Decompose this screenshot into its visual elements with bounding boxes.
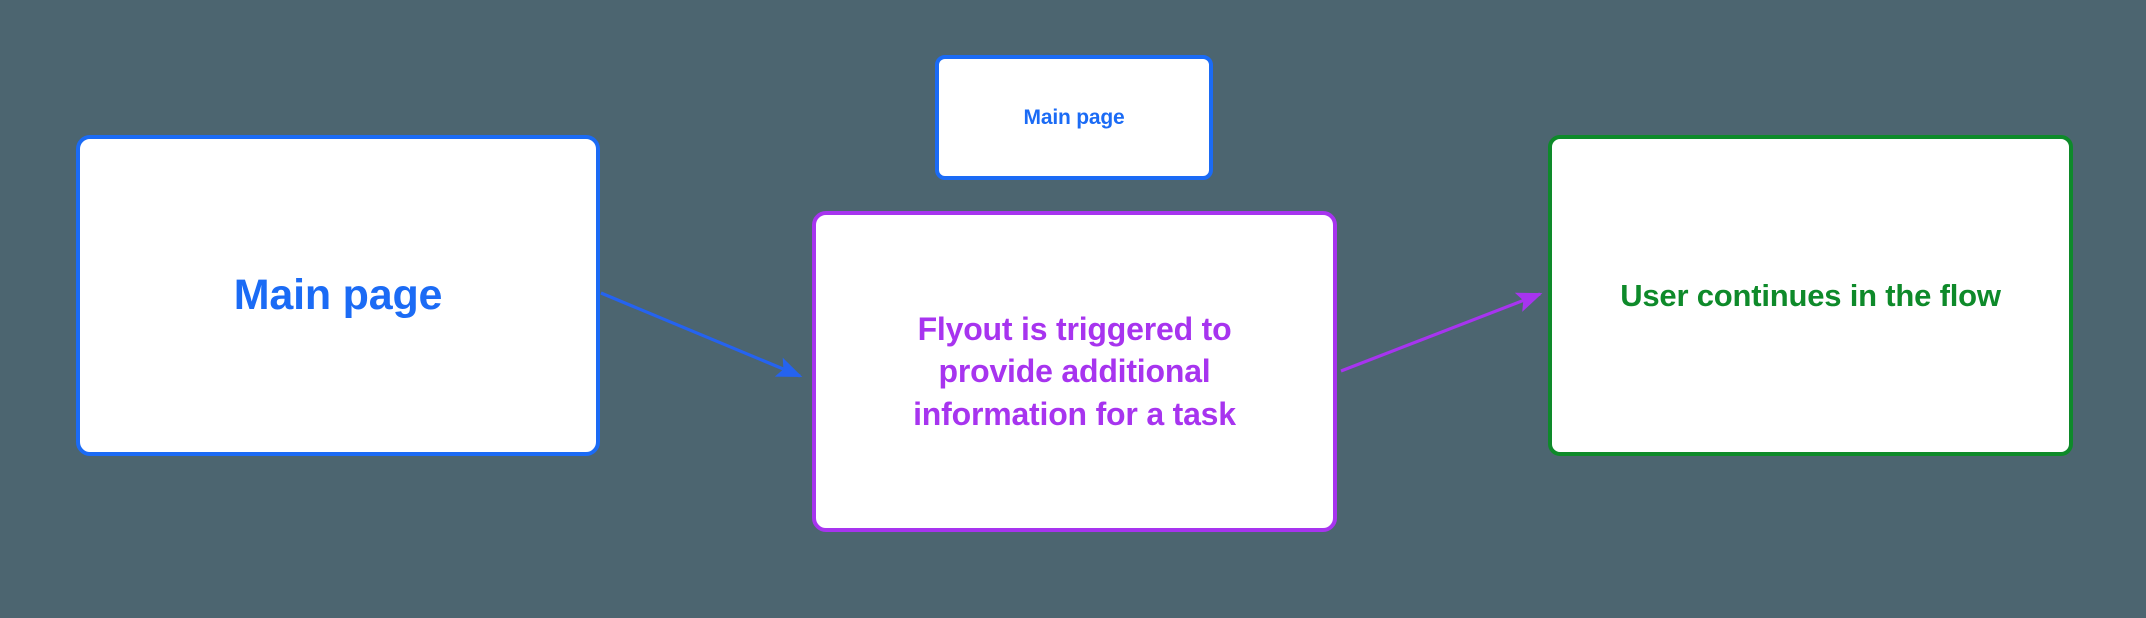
edge-main-page-to-flyout xyxy=(600,291,803,378)
node-main-page-large-label: Main page xyxy=(233,271,443,320)
edge-flyout-to-outcome xyxy=(1340,292,1543,373)
node-main-page-small-label: Main page xyxy=(1023,105,1125,129)
node-outcome[interactable]: User continues in the flow xyxy=(1548,135,2073,456)
node-main-page-large[interactable]: Main page xyxy=(76,135,600,456)
node-flyout[interactable]: Flyout is triggered to provide additiona… xyxy=(812,211,1337,532)
node-outcome-label: User continues in the flow xyxy=(1620,277,2001,313)
node-flyout-label: Flyout is triggered to provide additiona… xyxy=(913,311,1236,432)
node-main-page-small[interactable]: Main page xyxy=(935,55,1213,180)
